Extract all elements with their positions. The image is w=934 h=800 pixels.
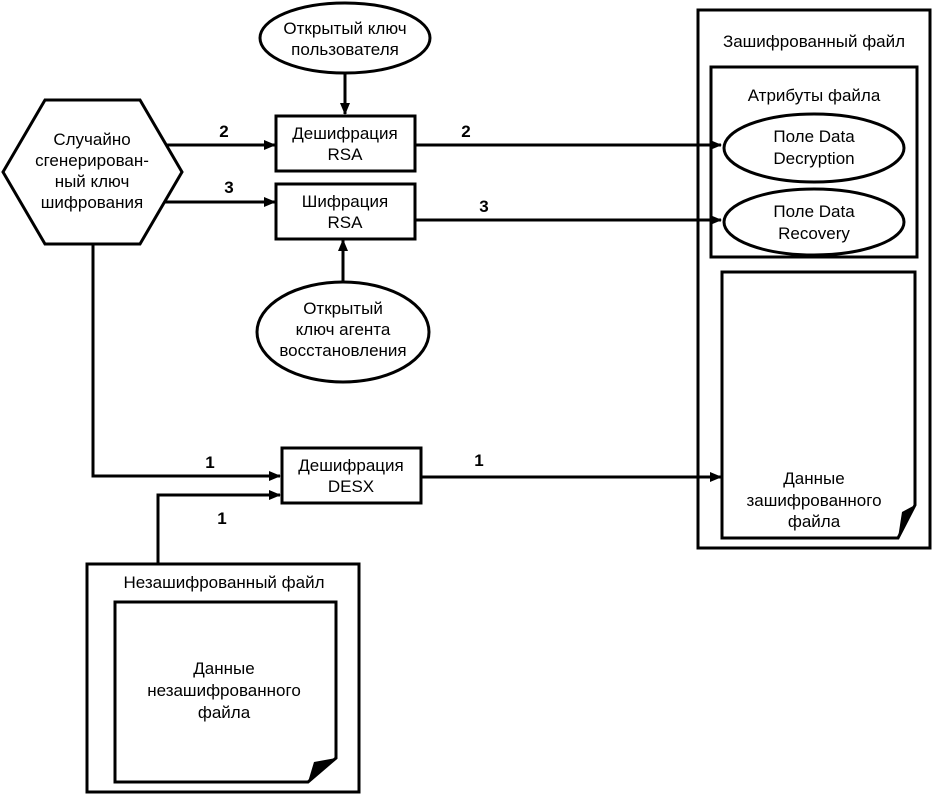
plain-data-document: Данные незашифрованного файла xyxy=(113,600,338,784)
edge-label: 3 xyxy=(479,197,488,216)
recovery-agent-key-line-3: восстановления xyxy=(279,341,406,360)
file-attributes-title: Атрибуты файла xyxy=(748,86,881,105)
plain-data-line-1: Данные xyxy=(193,659,254,678)
encrypted-data-line-1: Данные xyxy=(783,469,844,488)
rsa-decrypt-line-1: Дешифрация xyxy=(292,124,397,143)
edge-random-key-to-desx xyxy=(91,245,281,481)
recovery-agent-key-line-1: Открытый xyxy=(303,299,383,318)
connectors xyxy=(91,72,722,564)
random-key-line-2: сгенерирован- xyxy=(35,151,149,170)
rsa-encrypt-line-2: RSA xyxy=(328,213,364,232)
plain-file-container: Незашифрованный файл xyxy=(85,562,361,794)
encrypted-file-title: Зашифрованный файл xyxy=(723,32,905,51)
desx-decrypt-node: Дешифрация DESX xyxy=(280,446,423,505)
edge-plain-file-to-desx xyxy=(156,490,281,564)
desx-decrypt-line-1: Дешифрация xyxy=(298,456,403,475)
encrypted-data-document: Данные зашифрованного файла xyxy=(720,270,917,540)
drf-field-node: Поле Data Recovery xyxy=(722,187,906,257)
page-curl-icon xyxy=(898,505,915,538)
rsa-decrypt-node: Дешифрация RSA xyxy=(274,114,417,173)
edge-labels: 2 2 3 3 1 1 1 xyxy=(205,122,488,528)
ddf-field-line-1: Поле Data xyxy=(773,127,855,146)
edge-label: 2 xyxy=(219,122,228,141)
plain-data-line-2: незашифрованного xyxy=(147,681,301,700)
recovery-agent-key-node: Открытый ключ агента восстановления xyxy=(255,280,431,384)
edge-label: 3 xyxy=(224,178,233,197)
encrypted-file-container: Зашифрованный файл xyxy=(696,8,932,550)
user-public-key-node: Открытый ключ пользователя xyxy=(258,1,432,75)
random-key-line-4: шифрования xyxy=(41,193,143,212)
rsa-encrypt-node: Шифрация RSA xyxy=(274,182,417,241)
file-attributes-container: Атрибуты файла xyxy=(709,65,919,259)
plain-file-title: Незашифрованный файл xyxy=(123,573,324,592)
rsa-encrypt-line-1: Шифрация xyxy=(302,192,388,211)
desx-decrypt-line-2: DESX xyxy=(328,477,374,496)
edge-label: 1 xyxy=(474,451,483,470)
random-key-line-3: ный ключ xyxy=(55,172,130,191)
ddf-field-line-2: Decryption xyxy=(773,149,854,168)
drf-field-line-1: Поле Data xyxy=(773,202,855,221)
edge-label: 1 xyxy=(217,509,226,528)
drf-field-line-2: Recovery xyxy=(778,224,850,243)
random-key-node: Случайно сгенерирован- ный ключ шифрован… xyxy=(1,98,184,246)
user-public-key-line-2: пользователя xyxy=(291,40,399,59)
encrypted-data-line-3: файла xyxy=(788,512,841,531)
ddf-field-node: Поле Data Decryption xyxy=(722,112,906,184)
encrypted-data-line-2: зашифрованного xyxy=(746,491,881,510)
random-key-line-1: Случайно xyxy=(53,130,130,149)
plain-data-line-3: файла xyxy=(198,703,251,722)
page-curl-icon xyxy=(308,758,336,782)
edge-label: 2 xyxy=(461,122,470,141)
recovery-agent-key-line-2: ключ агента xyxy=(296,320,391,339)
user-public-key-line-1: Открытый ключ xyxy=(283,19,406,38)
rsa-decrypt-line-2: RSA xyxy=(328,145,364,164)
edge-label: 1 xyxy=(205,453,214,472)
